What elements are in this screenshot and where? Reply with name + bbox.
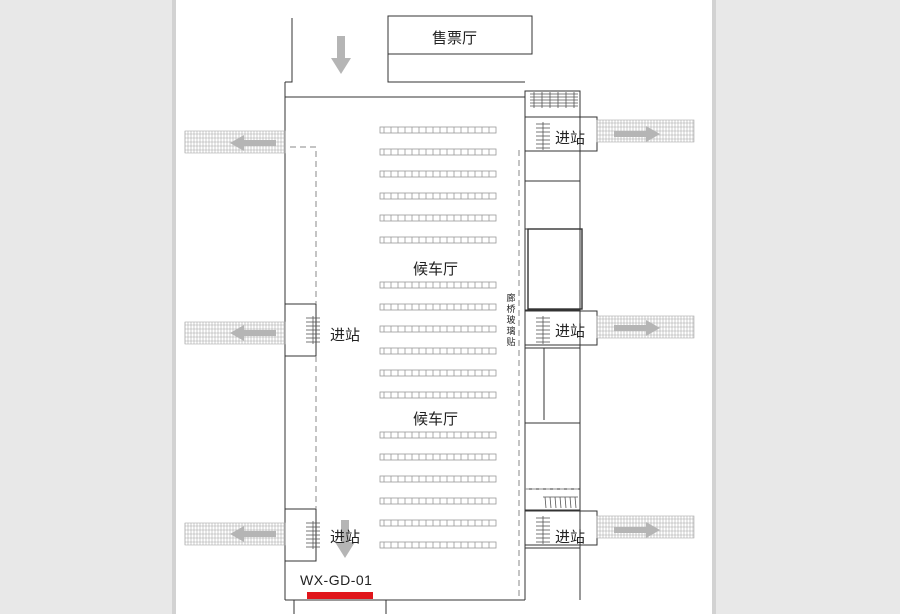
entry-left-bottom-label: 进站 (330, 528, 361, 546)
bench-row (379, 453, 497, 461)
bench-row (379, 541, 497, 549)
right-page-edge (712, 0, 716, 614)
stairs-icon (559, 496, 562, 509)
bench-row (379, 126, 497, 134)
left-arrow-icon (230, 135, 276, 151)
down-arrow-icon (331, 36, 351, 74)
left-arrow-icon (230, 325, 276, 341)
ad-spot-marker[interactable] (307, 592, 373, 599)
stairs-icon (544, 496, 547, 509)
entry-right-mid-label: 进站 (555, 322, 586, 340)
right-arrow-icon (614, 126, 660, 142)
left-page-edge (172, 0, 176, 614)
bench-row (379, 236, 497, 244)
ad-spot-code: WX-GD-01 (300, 572, 373, 588)
ticket-hall-wall (387, 54, 525, 83)
entrance-wall-left (285, 18, 293, 83)
corridor-glass-label: 廊桥玻璃贴 (506, 294, 516, 348)
bench-row (379, 170, 497, 178)
bench-row (379, 431, 497, 439)
bench-row (379, 281, 497, 289)
waiting-hall-lower-label: 候车厅 (413, 410, 459, 428)
stairs-icon (549, 496, 552, 509)
right-corridor-box-2 (527, 228, 583, 310)
bench-row (379, 303, 497, 311)
stairs-icon (574, 496, 577, 509)
waiting-hall-upper-label: 候车厅 (413, 260, 459, 278)
bench-row (379, 214, 497, 222)
right-arrow-icon (614, 522, 660, 538)
bench-row (379, 325, 497, 333)
bench-row (379, 192, 497, 200)
stairs-icon (554, 496, 557, 509)
right-corridor-box-1 (524, 180, 581, 230)
bench-row (379, 497, 497, 505)
bench-row (379, 148, 497, 156)
ticket-hall-block (387, 15, 533, 55)
entry-right-bottom-label: 进站 (555, 528, 586, 546)
bench-row (379, 519, 497, 527)
stairs-icon (569, 496, 572, 509)
bench-row (379, 391, 497, 399)
entry-left-mid-label: 进站 (330, 326, 361, 344)
bench-row (379, 369, 497, 377)
down-arrow-icon (335, 520, 355, 558)
floor-plan-sheet (176, 0, 712, 614)
left-walkway-dashed (290, 146, 317, 304)
right-corridor-box-4 (524, 422, 581, 490)
stairs-icon (564, 496, 567, 509)
bench-row (379, 347, 497, 355)
entry-right-top-label: 进站 (555, 129, 586, 147)
ticket-hall-label: 售票厅 (432, 29, 478, 47)
right-arrow-icon (614, 320, 660, 336)
bench-row (379, 475, 497, 483)
left-arrow-icon (230, 526, 276, 542)
